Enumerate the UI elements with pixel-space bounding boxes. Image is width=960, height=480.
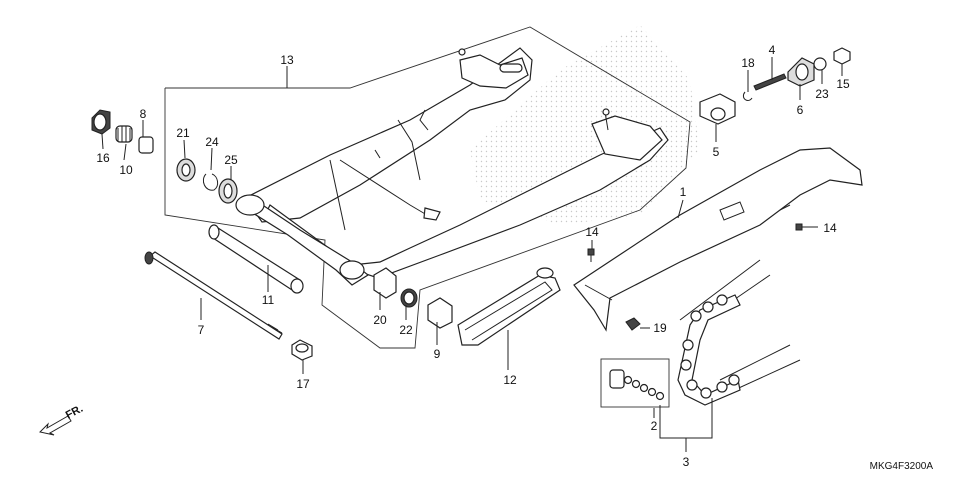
- label-2: 2: [651, 419, 658, 433]
- left-side-parts: [91, 109, 154, 154]
- chain-slider: [457, 267, 561, 346]
- label-8: 8: [140, 107, 147, 121]
- front-label: FR.: [64, 403, 85, 422]
- label-17: 17: [296, 377, 310, 391]
- label-3: 3: [683, 455, 690, 469]
- label-19: 19: [653, 321, 667, 335]
- label-5: 5: [713, 145, 720, 159]
- label-22: 22: [399, 323, 413, 337]
- label-23: 23: [815, 87, 829, 101]
- swingarm: [235, 47, 669, 286]
- label-24: 24: [205, 135, 219, 149]
- label-25: 25: [224, 153, 238, 167]
- label-1: 1: [680, 185, 687, 199]
- label-18: 18: [741, 56, 755, 70]
- drive-chain: [677, 259, 801, 406]
- halftone-background: [470, 25, 700, 225]
- diagram-code: MKG4F3200A: [870, 461, 934, 472]
- label-21: 21: [176, 126, 190, 140]
- pivot-collar: [208, 224, 304, 294]
- bearings-and-clips: [176, 158, 418, 308]
- label-16: 16: [96, 151, 110, 165]
- label-7: 7: [198, 323, 205, 337]
- label-14-left: 14: [585, 225, 599, 239]
- label-12: 12: [503, 373, 517, 387]
- part-labels: 13 8 16 10 21 24 25 7 11 20 22 9 12 17 1…: [96, 43, 850, 469]
- collar-9: [427, 297, 453, 329]
- chain-adjuster-parts: [699, 47, 851, 125]
- label-13: 13: [280, 53, 294, 67]
- label-4: 4: [769, 43, 776, 57]
- chain-joint-kit: [600, 358, 670, 408]
- bolts-14-19: [587, 223, 808, 331]
- label-20: 20: [373, 313, 387, 327]
- label-9: 9: [434, 347, 441, 361]
- label-10: 10: [119, 163, 133, 177]
- label-6: 6: [797, 103, 804, 117]
- label-15: 15: [836, 77, 850, 91]
- nut-17: [291, 339, 313, 361]
- label-11: 11: [262, 293, 275, 307]
- label-14-right: 14: [823, 221, 837, 235]
- assembly-13-bracket: [164, 26, 691, 349]
- pivot-bolt: [144, 251, 283, 340]
- leader-lines: [101, 57, 843, 452]
- front-direction-arrow: FR.: [38, 403, 85, 436]
- chain-case: [573, 147, 863, 332]
